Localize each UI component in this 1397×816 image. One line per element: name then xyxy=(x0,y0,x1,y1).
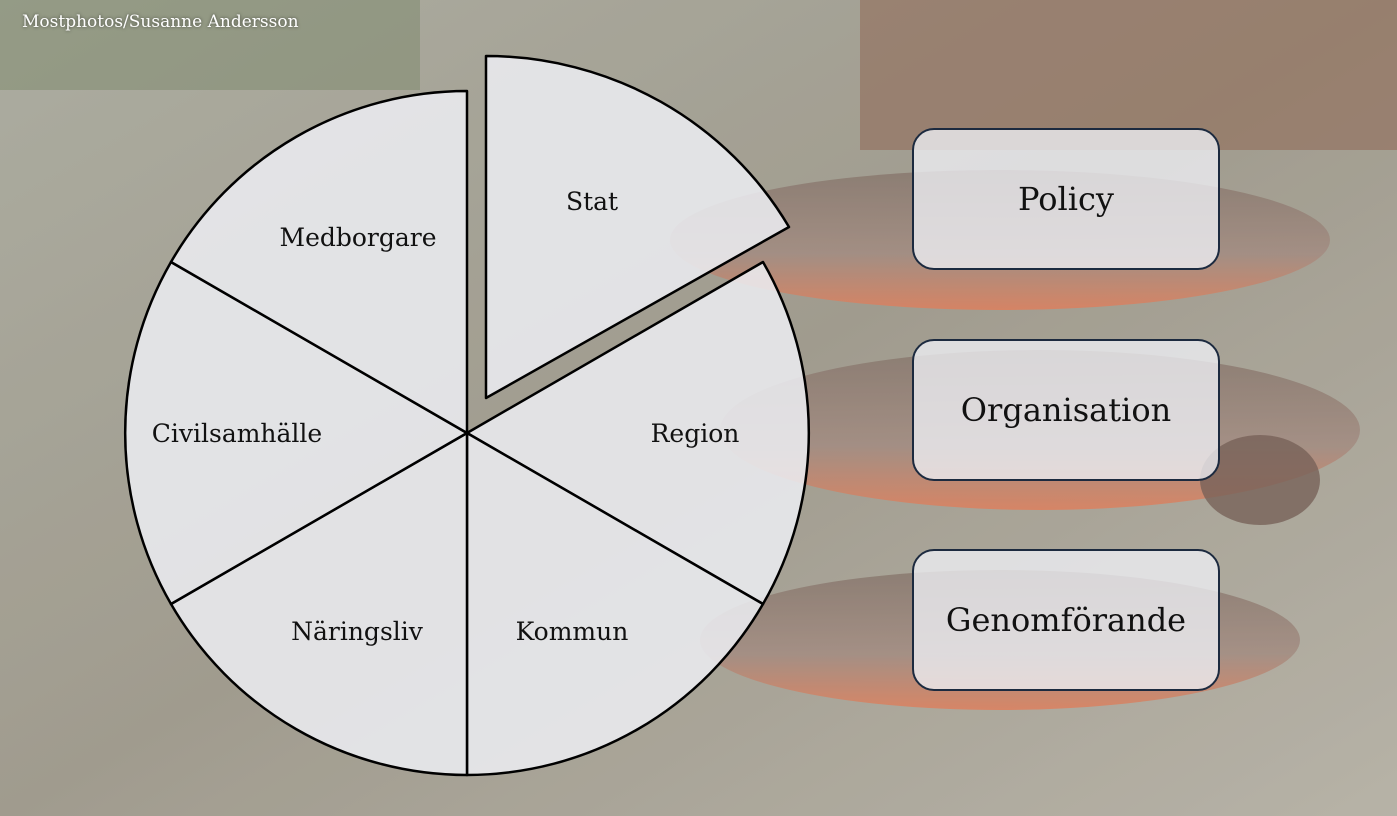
segment-naringsliv xyxy=(169,431,469,777)
segment-label-civilsamhalle: Civilsamhälle xyxy=(152,419,322,448)
segment-label-stat: Stat xyxy=(566,187,618,216)
segment-region xyxy=(465,260,811,606)
segment-civilsamhalle xyxy=(123,260,469,606)
segment-label-kommun: Kommun xyxy=(516,617,629,646)
genomforande-box: Genomförande xyxy=(912,549,1220,691)
segment-kommun xyxy=(465,431,765,777)
segment-label-region: Region xyxy=(651,419,740,448)
segment-medborgare xyxy=(169,89,469,435)
segment-label-medborgare: Medborgare xyxy=(279,223,436,252)
segment-label-naringsliv: Näringsliv xyxy=(291,617,424,646)
photo-credit: Mostphotos/Susanne Andersson xyxy=(22,12,299,32)
segment-stat xyxy=(484,54,791,400)
policy-box: Policy xyxy=(912,128,1220,270)
organisation-box: Organisation xyxy=(912,339,1220,481)
